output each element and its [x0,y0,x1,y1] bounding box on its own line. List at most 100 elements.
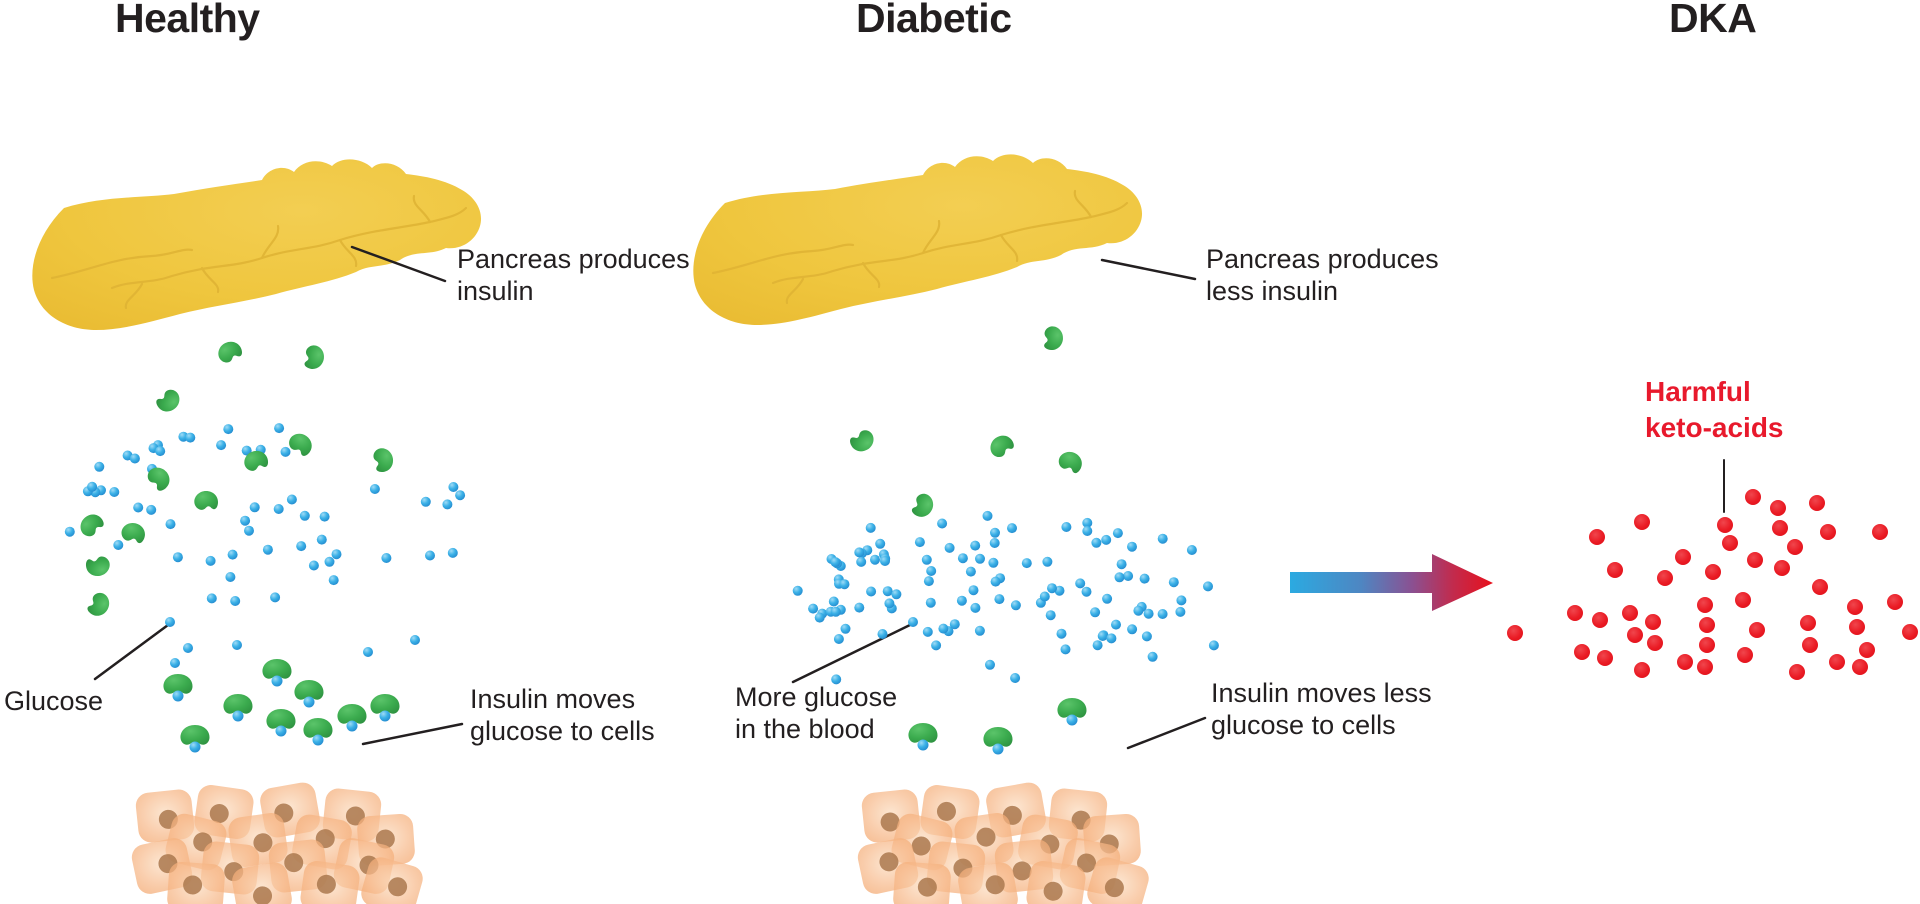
tissue-cell [167,861,225,904]
glucose-dot [270,592,281,603]
glucose-dot [183,643,193,653]
glucose-dot [324,556,335,567]
glucose-dot [970,602,981,613]
glucose-dot [1175,606,1186,617]
glucose-dot [227,549,238,560]
glucose-dot [185,432,196,443]
glucose-dot [129,453,140,464]
glucose-dot [1143,608,1154,619]
insulin-molecule [285,429,317,459]
glucose-dot [990,576,1001,587]
diabetic-insulin-label: Insulin moves less glucose to cells [1211,678,1432,740]
glucose-dot [792,585,803,596]
tissue-cell [1087,857,1149,904]
glucose-dot [319,511,330,522]
glucose-dot [1082,517,1093,528]
glucose-dot [216,440,227,451]
glucose-dot [94,461,105,472]
insulin-molecule [214,337,245,366]
glucose-dot [1114,572,1125,583]
keto-acid-dot [1607,562,1623,578]
glucose-dot [262,544,273,555]
glucose-dot [1045,610,1056,621]
keto-acid-dot [1645,614,1661,630]
glucose-dot [830,557,841,568]
glucose-dot [957,553,968,564]
tissue-cell [893,861,951,904]
glucose-dot [1168,577,1179,588]
glucose-dot [299,510,310,521]
glucose-dot [970,540,981,551]
glucose-dot [1157,533,1168,544]
pointer-line [1126,716,1207,750]
insulin-molecule [153,386,185,417]
glucose-dot [206,593,217,604]
glucose-dot [146,504,157,515]
glucose-dot [165,617,175,627]
keto-acid-dot [1787,539,1803,555]
dka-title: DKA [1669,0,1757,41]
glucose-dot [1133,605,1144,616]
keto-acid-dot [1770,500,1786,516]
tissue-cell [361,857,423,904]
keto-acid-dot [1677,654,1693,670]
tissue-cell [300,861,360,904]
diabetic-glucose-label: More glucose in the blood [735,682,898,744]
keto-acid-dot [1507,625,1523,641]
glucose-dot [949,619,960,630]
keto-acid-dot [1820,524,1836,540]
glucose-dot [381,553,392,563]
glucose-dot [875,538,886,549]
glucose-dot [891,589,902,600]
glucose-dot [1061,522,1072,532]
glucose-dot [985,659,995,670]
insulin-carrying-glucose [1057,698,1087,726]
insulin-molecule [75,509,107,540]
glucose-dot [455,490,466,501]
glucose-dot [170,658,180,668]
pointer-line [350,245,447,283]
glucose-dot [1102,593,1113,604]
glucose-dot [1047,583,1057,594]
glucose-dot [1127,541,1137,552]
glucose-dot [921,554,932,565]
glucose-dot [1042,556,1053,567]
keto-acid-dot [1829,654,1845,670]
glucose-dot [244,525,254,536]
insulin-carrying-glucose [370,694,400,722]
glucose-dot [923,576,934,587]
keto-acid-dot [1887,594,1903,610]
glucose-dot [241,445,252,456]
glucose-dot [155,446,166,457]
glucose-dot [839,579,850,590]
keto-acid-dot [1774,560,1790,576]
pancreas-shape [692,153,1144,327]
glucose-dot [205,555,216,566]
pointer-line [93,623,170,681]
keto-acid-dot [1747,552,1763,568]
insulin-carrying-glucose [163,674,193,702]
glucose-dot [975,553,985,564]
glucose-dot [944,542,955,553]
insulin-molecule [1043,325,1064,351]
keto-acid-dot [1675,549,1691,565]
keto-acid-dot [1772,520,1788,536]
keto-acid-dot [1647,635,1663,651]
insulin-molecule [986,431,1017,461]
glucose-dot [273,504,284,514]
glucose-dot [988,557,999,568]
keto-acid-dot [1745,489,1761,505]
insulin-carrying-glucose [266,709,296,737]
keto-acid-dot [1717,517,1733,533]
keto-acid-dot [1699,617,1715,633]
glucose-dot [1056,628,1067,639]
keto-acid-dot [1567,605,1583,621]
glucose-dot [331,549,342,560]
insulin-carrying-glucose [337,704,367,732]
glucose-dot [925,597,936,608]
glucose-dot [1010,600,1021,611]
glucose-dot [410,635,420,645]
glucose-dot [914,537,925,548]
